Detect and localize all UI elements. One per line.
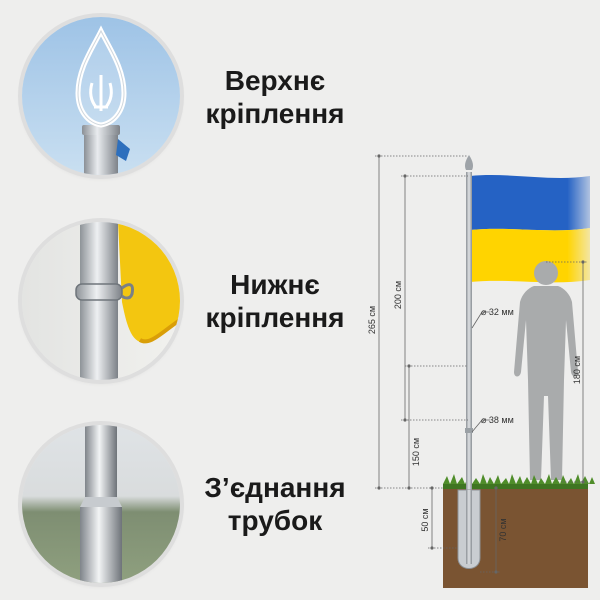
feature-label-bottom-line1: Нижнє xyxy=(230,269,320,300)
flag-zone-label: 200 см xyxy=(393,281,403,309)
total-height-label: 265 см xyxy=(367,306,377,334)
person-height-label: 180 см xyxy=(572,356,582,384)
person-silhouette xyxy=(514,261,578,480)
tube-joint-photo xyxy=(22,425,180,583)
feature-label-joint-line2: трубок xyxy=(227,505,323,536)
feature-label-top-line2: кріплення xyxy=(205,98,345,129)
feature-label-joint: З’єднання трубок xyxy=(195,471,355,537)
lower-zone-label: 150 см xyxy=(411,438,421,466)
feature-label-top-line1: Верхнє xyxy=(224,65,326,96)
top-mount-photo xyxy=(22,17,180,175)
bottom-mount-photo xyxy=(22,222,180,380)
flagpole xyxy=(457,155,481,569)
underground-label: 70 см xyxy=(498,518,508,541)
flag-yellow-stripe xyxy=(470,228,590,283)
base-height-label: 50 см xyxy=(420,508,430,531)
flag-blue-stripe xyxy=(470,175,590,231)
flag-clamp-icon xyxy=(75,283,134,301)
top-diameter-label: ⌀ 32 мм xyxy=(481,307,514,317)
ukrainian-flag xyxy=(470,175,590,283)
trident-finial-icon xyxy=(75,25,127,128)
feature-label-joint-line1: З’єднання xyxy=(204,472,346,503)
finial-icon xyxy=(465,155,473,170)
feature-label-top: Верхнє кріплення xyxy=(195,64,355,130)
bottom-diameter-label: ⌀ 38 мм xyxy=(481,415,514,425)
tube-joint-icon xyxy=(80,425,122,583)
feature-label-bottom: Нижнє кріплення xyxy=(195,268,355,334)
feature-label-bottom-line2: кріплення xyxy=(205,302,345,333)
dimension-ticks xyxy=(377,154,585,574)
